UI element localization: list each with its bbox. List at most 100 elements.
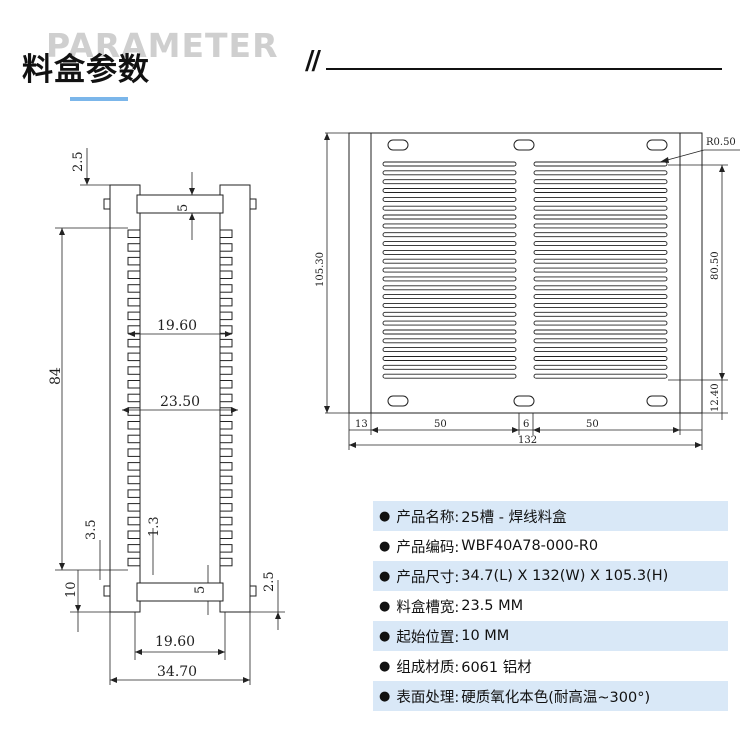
slot-tooth [127, 407, 141, 416]
slot-line [533, 205, 668, 211]
slot-tooth [219, 380, 233, 389]
slot-tooth [219, 530, 233, 539]
slot-line [533, 338, 668, 344]
spec-row: ●料盒槽宽:23.5 MM [373, 591, 728, 621]
dim-slot-depth: 23.50 [160, 394, 200, 410]
slot-line [382, 170, 517, 176]
bullet-icon: ● [379, 628, 391, 644]
dim-center-gap: 6 [523, 419, 529, 430]
slot-tooth [219, 243, 233, 252]
slot-line [533, 249, 668, 255]
slot-tooth [127, 270, 141, 279]
slot-tooth [127, 256, 141, 266]
slot-tooth [219, 352, 233, 362]
spec-value: 25槽 - 焊线料盒 [461, 509, 567, 526]
slot-line [382, 179, 517, 185]
slot-line [382, 356, 517, 361]
slot-line [382, 320, 517, 326]
slot-line [382, 373, 517, 379]
slot-tooth [219, 516, 233, 526]
slot-tooth [219, 407, 233, 416]
slot-line [533, 294, 668, 300]
slot-tooth [127, 352, 141, 362]
slot-line [382, 285, 517, 291]
slot-tooth [219, 557, 233, 567]
slot-line [533, 320, 668, 326]
header-background-word: PARAMETER [46, 26, 279, 65]
spec-value: 6061 铝材 [461, 659, 532, 676]
slot-tooth [219, 284, 233, 293]
dim-bottom-offset: 10 [64, 581, 79, 598]
spec-label: 产品编码: [396, 539, 460, 556]
slot-line [382, 267, 517, 273]
slot-line [533, 179, 668, 185]
slot-line [382, 347, 517, 353]
bullet-icon: ● [379, 508, 391, 524]
slot-tooth [127, 284, 141, 293]
slot-tooth [219, 256, 233, 266]
slot-line [533, 196, 668, 202]
spec-row: ● 组成材质:6061 铝材 [373, 651, 728, 681]
slot-line [382, 276, 517, 282]
bullet-icon: ● [379, 658, 391, 674]
dim-left-margin: 13 [355, 419, 368, 430]
slot-line [382, 161, 517, 167]
slot-line [382, 232, 517, 238]
slot-line [533, 188, 668, 193]
spec-label: 产品尺寸: [396, 569, 460, 586]
spec-label: 起始位置: [396, 629, 460, 646]
slot-tooth [219, 544, 233, 553]
slot-line [382, 258, 517, 264]
slot-line [533, 373, 668, 379]
header-slashes: // [305, 46, 321, 76]
slot-line [533, 364, 668, 370]
slot-tooth [127, 516, 141, 526]
slot-tooth [219, 421, 233, 430]
slot-line [382, 214, 517, 220]
dim-left-section: 50 [434, 419, 447, 430]
slot-line [533, 311, 668, 317]
dim-pitch-span: 84 [48, 367, 64, 385]
slot-line [382, 294, 517, 300]
slot-tooth [127, 297, 141, 307]
slot-tooth [219, 448, 233, 457]
slot-line [533, 214, 668, 220]
spec-label: 组成材质: [396, 659, 460, 676]
dim-slot-span: 80.50 [710, 251, 721, 280]
spec-value: WBF40A78-000-R0 [461, 538, 599, 554]
slot-tooth [219, 475, 233, 485]
spec-row: ● 产品名称:25槽 - 焊线料盒 [373, 501, 728, 531]
spec-label: 料盒槽宽: [396, 599, 460, 616]
slot-line [533, 285, 668, 291]
bullet-icon: ● [379, 568, 391, 584]
slot-tooth [127, 338, 141, 348]
slot-line [382, 364, 517, 370]
slot-tooth [127, 530, 141, 539]
slot-line [533, 241, 668, 247]
dim-top-gap: 2.5 [71, 151, 86, 172]
spec-table: ●产品名称:25槽 - 焊线料盒●产品编码:WBF40A78-000-R0●产品… [373, 501, 728, 711]
slot-line [533, 267, 668, 273]
slot-tooth [127, 311, 141, 321]
dim-bottom-inner: 19.60 [155, 634, 195, 650]
slot-line [382, 223, 517, 229]
spec-row: ●表面处理:硬质氧化本色(耐高温~300°) [373, 681, 728, 711]
slot-tooth [127, 544, 141, 553]
spec-label: 产品名称: [396, 509, 460, 526]
slot-tooth [219, 311, 233, 321]
slot-tooth [127, 393, 141, 403]
dim-top-slot: 5 [176, 204, 191, 212]
slot-line [533, 258, 668, 264]
slot-line [533, 347, 668, 353]
slot-tooth [127, 243, 141, 252]
slot-line [533, 232, 668, 238]
dim-bottom-slot: 5 [193, 586, 208, 594]
slot-tooth [219, 338, 233, 348]
slot-tooth [127, 462, 141, 471]
dim-bottom-pitch: 3.5 [84, 519, 99, 540]
slot-line [382, 205, 517, 211]
slot-line [382, 241, 517, 247]
spec-row: ●产品编码:WBF40A78-000-R0 [373, 531, 728, 561]
slot-tooth [219, 503, 233, 512]
